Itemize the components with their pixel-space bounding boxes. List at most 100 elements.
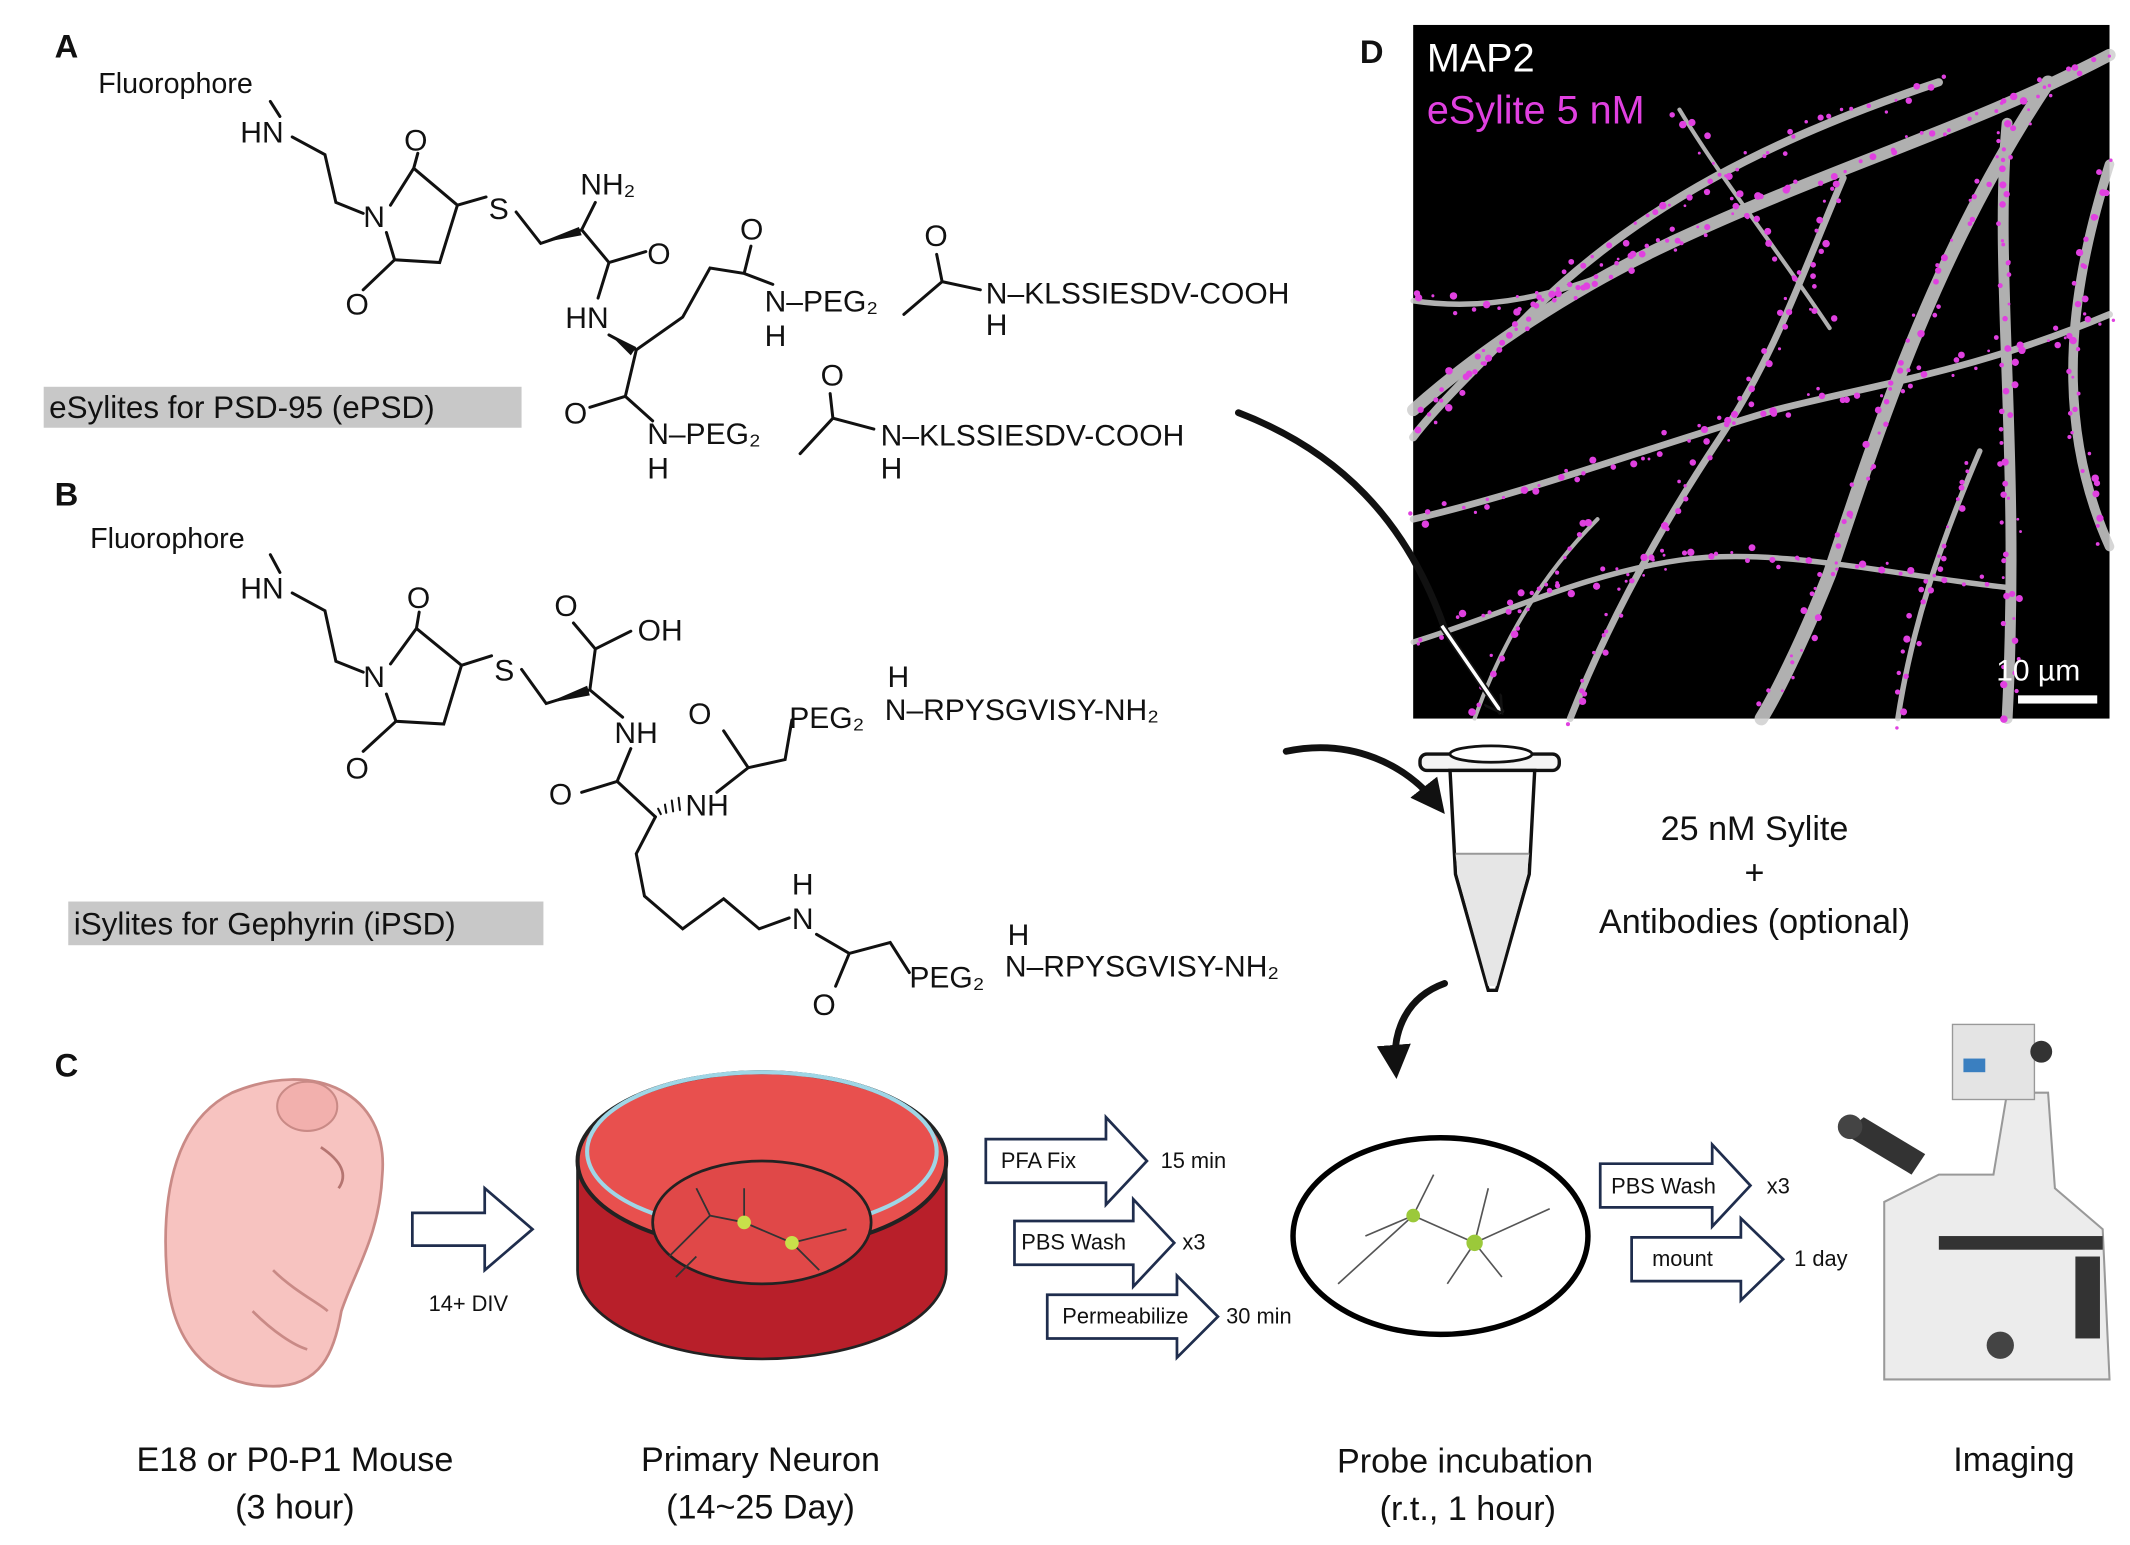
esylite-punctum (2071, 280, 2077, 286)
esylite-punctum (1540, 298, 1545, 302)
flow-arrows (1234, 409, 1505, 1079)
esylite-punctum (1591, 280, 1598, 288)
esylite-punctum (1642, 574, 1646, 577)
esylite-punctum (1812, 284, 1817, 289)
o-atom: O (404, 125, 427, 158)
esylite-punctum (1704, 224, 1711, 231)
esylite-punctum (1617, 587, 1621, 591)
esylite-punctum (1514, 327, 1518, 331)
esylite-punctum (1946, 525, 1949, 529)
esylite-punctum (1517, 609, 1522, 614)
esylite-punctum (1731, 212, 1735, 216)
esylite-punctum (2074, 300, 2082, 308)
esylite-punctum (1835, 543, 1842, 549)
esylite-punctum (2001, 147, 2006, 152)
esylite-punctum (2091, 56, 2097, 63)
panel-c: C 14+ DIV PFA Fix 15 min (55, 1023, 2111, 1528)
esylite-punctum (1730, 551, 1734, 555)
esylite-punctum (1817, 114, 1824, 121)
esylite-punctum (1413, 290, 1421, 297)
esylite-punctum (2000, 620, 2006, 627)
label-highlight (43, 386, 522, 428)
esylite-punctum (2048, 93, 2053, 98)
esylite-punctum (1713, 551, 1719, 556)
esylite-punctum (1532, 487, 1540, 495)
esylite-punctum (1940, 254, 1948, 262)
esylite-punctum (1599, 263, 1604, 267)
esylite-punctum (1809, 591, 1815, 597)
esylite-punctum (1785, 412, 1792, 418)
esylite-punctum (1769, 407, 1777, 415)
esylite-punctum (1951, 373, 1955, 377)
esylite-punctum (1995, 155, 1999, 159)
esylite-punctum (1967, 221, 1973, 227)
esylite-punctum (1630, 460, 1638, 468)
esylite-punctum (2003, 592, 2010, 600)
o-atom: O (345, 753, 368, 786)
esylite-punctum (1468, 708, 1476, 716)
esylite-punctum (2001, 458, 2009, 466)
o-atom: O (564, 398, 587, 431)
esylite-punctum (1745, 214, 1750, 220)
peptide-sequence: N–KLSSIESDV-COOH (881, 419, 1185, 452)
esylite-punctum (1841, 519, 1847, 525)
esylite-punctum (1660, 548, 1665, 553)
esylite-punctum (2111, 318, 2116, 322)
esylite-punctum (1704, 132, 1711, 140)
esylite-punctum (1968, 198, 1972, 202)
esylite-punctum (1920, 370, 1928, 378)
esylite-punctum (1703, 233, 1708, 238)
esylite-punctum (2007, 302, 2011, 306)
esylite-punctum (1558, 474, 1565, 481)
esylite-punctum (1890, 147, 1896, 153)
esylite-punctum (1771, 256, 1778, 262)
esylite-punctum (1811, 307, 1818, 314)
esylite-punctum (1421, 520, 1430, 528)
esylite-punctum (1517, 589, 1525, 597)
step-detail: 15 min (1161, 1148, 1227, 1173)
o-atom: O (740, 213, 763, 246)
esylite-punctum (1916, 365, 1922, 371)
esylite-punctum (1836, 198, 1842, 204)
esylite-punctum (1724, 174, 1728, 178)
esylite-punctum (1830, 186, 1835, 191)
esylite-punctum (1606, 242, 1613, 249)
esylite-punctum (1748, 544, 1756, 552)
esylite-punctum (1905, 338, 1910, 343)
esylite-punctum (1813, 586, 1817, 591)
esylite-punctum (1433, 397, 1439, 403)
steps-before-incubation: PFA Fix 15 min PBS Wash x3 Permeabilize … (984, 1113, 1292, 1361)
esylite-punctum (1941, 74, 1947, 79)
esylite-punctum (1996, 131, 2000, 135)
step-mount: mount 1 day (1630, 1215, 1848, 1304)
panel-label-a: A (55, 28, 79, 65)
esylite-punctum (1689, 459, 1697, 466)
esylite-punctum (1905, 97, 1912, 104)
esylite-punctum (1769, 556, 1776, 563)
esylite-punctum (1590, 254, 1594, 259)
esylite-punctum (1846, 510, 1854, 518)
nh-group: NH (685, 790, 728, 823)
h-atom: H (647, 452, 669, 485)
esylite-punctum (1551, 297, 1557, 303)
esylite-punctum (2066, 368, 2072, 375)
esylite-punctum (1683, 484, 1687, 488)
esylite-punctum (1640, 553, 1648, 562)
oh-group: OH (638, 615, 683, 648)
wedge-bond (537, 227, 582, 244)
esylite-punctum (2007, 412, 2014, 418)
esylite-punctum (1455, 615, 1460, 619)
esylite-punctum (1439, 635, 1444, 641)
esylite-punctum (1601, 633, 1606, 638)
o-atom: O (688, 698, 711, 731)
step-pbs-wash-2: PBS Wash x3 (1598, 1141, 1790, 1230)
esylite-punctum (1711, 161, 1715, 165)
esylite-punctum (1616, 257, 1620, 261)
channel-label-esylite: eSylite 5 nM (1427, 88, 1645, 132)
esylite-punctum (1974, 366, 1978, 371)
step-label: Permeabilize (1062, 1303, 1188, 1328)
esylite-punctum (1999, 440, 2004, 445)
esylite-punctum (1697, 151, 1701, 155)
esylite-punctum (2042, 85, 2047, 89)
esylite-punctum (2082, 312, 2087, 316)
